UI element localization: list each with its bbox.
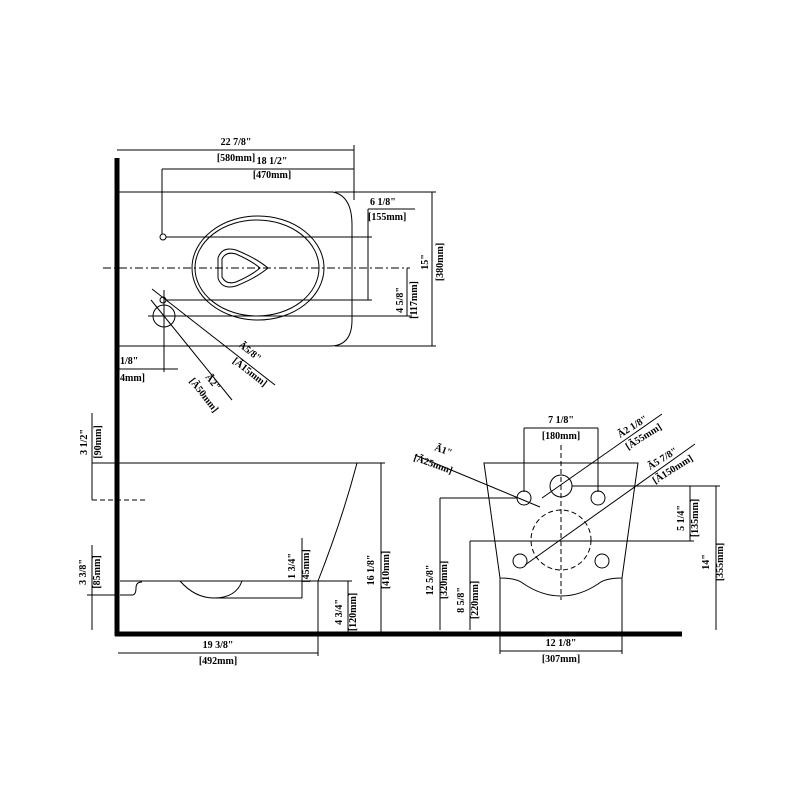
dim-bottom-profile: 3 3/8" — [78, 559, 89, 585]
dim-overall-length: 22 7/8" — [221, 137, 252, 148]
dim-hole-spacing-mm: [155mm] — [368, 212, 406, 223]
dim-wall-offset: 1/8" — [120, 356, 138, 367]
side-outline — [117, 462, 358, 582]
dim-bottom-profile-mm: [85mm] — [92, 555, 103, 588]
lower-hole-left — [512, 553, 528, 569]
dim-bowl-depth-mm: [45mm] — [301, 549, 312, 582]
dim-bolt-height-mm: [320mm] — [439, 561, 450, 599]
outlet-hole — [530, 509, 592, 571]
dim-inlet-to-outlet-mm: [135mm] — [690, 499, 701, 537]
bolt-hole-right — [590, 490, 606, 506]
dim-base-width: 12 1/8" — [546, 638, 577, 649]
dim-bowl-depth: 1 3/4" — [287, 553, 298, 579]
dim-offset: 4 5/8" — [395, 287, 406, 313]
dim-hole-to-front: 18 1/2" — [257, 156, 288, 167]
dim-width-mm: [380mm] — [435, 243, 446, 281]
dim-outlet-height: 8 5/8" — [456, 587, 467, 613]
side-base — [120, 580, 318, 596]
dim-top-offset-mm: [90mm] — [93, 425, 104, 458]
dim-inlet-height-mm: [355mm] — [715, 543, 726, 581]
dim-projection: 19 3/8" — [203, 640, 234, 651]
lower-hole-right — [594, 553, 610, 569]
dim-top-offset: 3 1/2" — [79, 429, 90, 455]
dim-width: 15" — [420, 254, 431, 270]
dim-bolt-height: 12 5/8" — [425, 565, 436, 596]
bolt-hole-top — [159, 233, 167, 241]
dim-wall-offset-mm: 4mm] — [120, 373, 145, 384]
bowl-rim — [191, 215, 325, 321]
dim-bolt-dia-mm: [Ã15mm] — [230, 355, 269, 389]
dim-overall-length-mm: [580mm] — [217, 153, 255, 164]
dim-offset-mm: [117mm] — [409, 281, 420, 319]
dim-floor-clearance: 4 3/4" — [334, 599, 345, 625]
dim-projection-mm: [492mm] — [199, 656, 237, 667]
front-view: 7 1/8" [180mm] Ã1" [Ã25mm] Ã2 1/8" [Ã55m… — [412, 413, 726, 665]
dim-base-width-mm: [307mm] — [542, 654, 580, 665]
side-view: 3 1/2" [90mm] 3 3/8" [85mm] 1 3/4" [45mm… — [78, 413, 392, 667]
drain-shape — [217, 248, 269, 288]
dim-inlet-height: 14" — [701, 554, 712, 570]
dim-outlet-height-mm: [220mm] — [470, 581, 481, 619]
dim-bolt-spacing-mm: [180mm] — [542, 431, 580, 442]
dim-small-hole-dia: Ã1" — [433, 442, 454, 459]
dim-height-mm: [410mm] — [381, 551, 392, 589]
front-outline — [483, 462, 639, 597]
bowl-arc — [179, 580, 243, 599]
dim-inlet-to-outlet: 5 1/4" — [676, 505, 687, 531]
top-outline — [117, 191, 353, 347]
dim-height: 16 1/8" — [366, 555, 377, 586]
top-view: 22 7/8" [580mm] 18 1/2" [470mm] 6 1/8" [… — [103, 137, 446, 415]
dim-bolt-spacing: 7 1/8" — [548, 415, 574, 426]
dim-hole-to-front-mm: [470mm] — [253, 170, 291, 181]
dim-floor-clearance-mm: [120mm] — [348, 593, 359, 631]
dim-hole-spacing: 6 1/8" — [370, 197, 396, 208]
